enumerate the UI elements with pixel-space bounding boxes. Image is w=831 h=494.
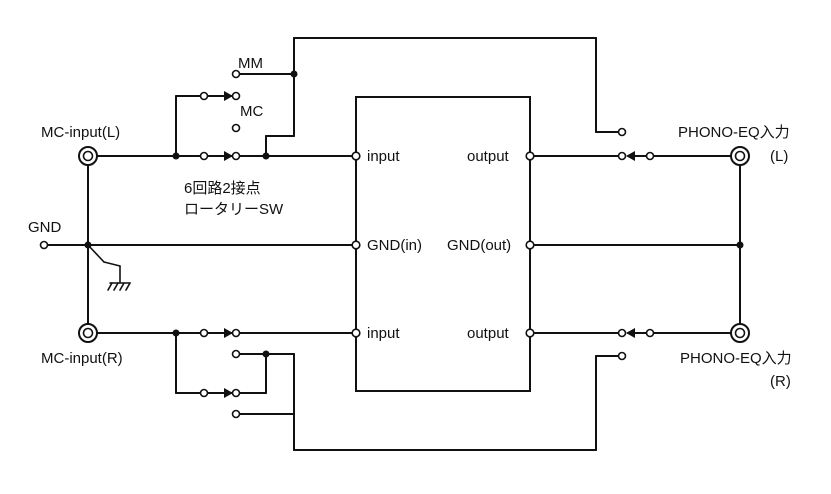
mc-input-r-wiring <box>95 332 619 451</box>
label-phono-r-line2: (R) <box>770 373 791 390</box>
port-gnd-in <box>351 240 361 250</box>
rca-jack-phono-l <box>730 146 750 166</box>
label-mc: MC <box>240 103 263 120</box>
switch-arrow-l-mc <box>224 151 233 161</box>
junction-dot <box>172 329 180 337</box>
switch-arrow-l-mm <box>224 91 233 101</box>
label-output-top: output <box>467 148 510 165</box>
port-input-bottom <box>351 328 361 338</box>
junction-dot <box>290 70 298 78</box>
switch-contacts <box>39 69 655 419</box>
junction-dot <box>84 241 92 249</box>
label-input-bottom: input <box>367 325 400 342</box>
label-phono-l-line2: (L) <box>770 148 788 165</box>
switch-arrow-r-b <box>224 388 233 398</box>
label-switch-line1: 6回路2接点 <box>184 180 261 197</box>
port-gnd-out <box>525 240 535 250</box>
junction-dot <box>262 350 270 358</box>
switch-arrow-out-l <box>626 151 635 161</box>
rca-jack-phono-r <box>730 323 750 343</box>
port-output-top <box>525 151 535 161</box>
label-mc-input-l: MC-input(L) <box>41 124 120 141</box>
rca-jack-mc-l <box>78 146 98 166</box>
junction-dot <box>736 241 744 249</box>
label-mc-input-r: MC-input(R) <box>41 350 123 367</box>
ground-wiring <box>43 164 353 325</box>
label-switch-line2: ロータリーSW <box>184 201 284 218</box>
label-gnd-out: GND(out) <box>447 237 511 254</box>
label-phono-l-line1: PHONO-EQ入力 <box>678 124 790 141</box>
label-output-bottom: output <box>467 325 510 342</box>
port-output-bottom <box>525 328 535 338</box>
switch-arrow-r-a <box>224 328 233 338</box>
label-gnd: GND <box>28 219 62 236</box>
junction-dot <box>262 152 270 160</box>
label-mm: MM <box>238 55 263 72</box>
port-input-top <box>351 151 361 161</box>
label-phono-r-line1: PHONO-EQ入力 <box>680 350 792 367</box>
switch-arrow-out-r <box>626 328 635 338</box>
rca-jack-mc-r <box>78 323 98 343</box>
junction-dot <box>172 152 180 160</box>
label-input-top: input <box>367 148 400 165</box>
output-wiring <box>533 155 741 334</box>
label-gnd-in: GND(in) <box>367 237 422 254</box>
